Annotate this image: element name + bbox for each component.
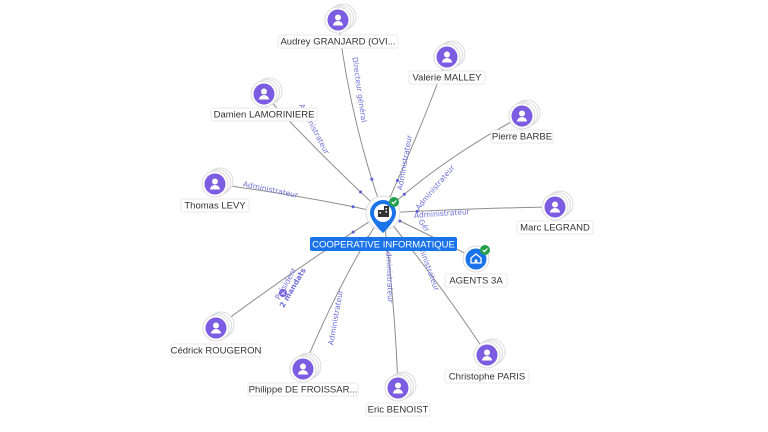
edge-label: Gér [416,217,432,234]
person-label-box [170,343,262,358]
edge-label: Administrateur [384,247,395,304]
person-label-box [277,34,399,49]
relationship-edge [382,212,488,356]
person-icon [393,382,403,394]
person-name: Eric BENOIST [368,405,429,416]
svg-text:Administrateur: Administrateur [326,288,345,346]
person-node-audrey-granjard-ovi[interactable]: Audrey GRANJARD (OVI... [277,3,399,49]
relationship-edge [215,212,384,329]
person-node-christophe-paris[interactable]: Christophe PARIS [444,338,530,384]
person-name: Christophe PARIS [449,372,525,383]
person-label-box [180,198,250,213]
edge-label: Directeur général [350,56,368,122]
person-icon [259,88,269,100]
person-name: Thomas LEVY [184,201,246,212]
person-node-marc-legrand[interactable]: Marc LEGRAND [516,190,594,235]
person-name: Philippe DE FROISSAR... [249,385,358,396]
person-name: Audrey GRANJARD (OVI... [280,37,395,48]
person-node-thomas-levy[interactable]: Thomas LEVY [180,167,250,213]
person-name: Cédrick ROUGERON [171,346,262,357]
center-label: COOPERATIVE INFORMATIQUE [312,240,455,251]
company-node-agents-3a[interactable]: AGENTS 3A [444,245,508,288]
center-label-box [310,237,457,251]
edge-label: Administrateur [395,133,414,191]
person-node-damien-lamoriniere[interactable]: Damien LAMORINIERE [210,77,318,122]
person-name: Damien LAMORINIERE [214,110,315,121]
edge-arrow [415,209,419,213]
company-label-box [444,273,508,288]
relationship-edge [302,212,384,370]
building-icon [378,206,389,217]
person-name: Marc LEGRAND [520,223,590,234]
person-label-box [365,402,431,417]
person-icon [517,110,527,122]
person-icon [550,201,560,213]
person-node-philippe-de-froissar[interactable]: Philippe DE FROISSAR... [247,352,359,397]
person-node-pierre-barbe[interactable]: Pierre BARBE [490,99,554,144]
person-icon [298,363,308,375]
person-node-eric-benoist[interactable]: Eric BENOIST [365,371,431,417]
edge-arrow [370,177,374,181]
person-icon [482,349,492,361]
relationship-edge [382,206,556,214]
edge-arrow [402,192,406,196]
person-label-box [210,107,318,122]
person-icon [210,178,220,190]
person-name: Pierre BARBE [492,132,552,143]
building-icon [470,253,482,264]
edge-arrow [351,230,355,234]
person-icon [442,51,452,63]
person-label-box [408,70,486,85]
verified-check-icon [480,245,490,255]
edge-arrow [398,219,402,223]
center-company-node[interactable]: COOPERATIVE INFORMATIQUE [310,195,457,251]
person-node-valerie-malley[interactable]: Valerie MALLEY [408,40,486,85]
edge-label: Administrateur [242,179,299,200]
person-label-box [444,369,530,384]
company-name: AGENTS 3A [449,276,503,287]
svg-text:Directeur général: Directeur général [350,56,368,122]
person-label-box [490,129,554,144]
person-label-box [516,220,594,235]
relationship-edge [214,183,384,214]
edge-arrow [395,178,399,182]
person-icon [211,322,221,334]
nodes-layer: Audrey GRANJARD (OVI... Valerie MALLEY Dam… [170,3,594,417]
person-icon [333,14,343,26]
edge-label: Administrateur [326,288,345,346]
person-label-box [247,382,359,397]
edge-arrow [351,205,355,209]
relationship-edge [382,212,399,389]
svg-text:Gér: Gér [416,217,432,234]
edge-label: Administrateur [414,207,471,220]
svg-text:Administrateur: Administrateur [384,247,395,304]
person-name: Valerie MALLEY [413,73,483,84]
svg-text:Administrateur: Administrateur [395,133,414,191]
person-node-c-drick-rougeron[interactable]: Cédrick ROUGERON [170,311,262,358]
verified-check-icon [389,197,399,207]
edge-arrow [359,190,363,194]
svg-text:Administrateur: Administrateur [414,207,471,220]
svg-text:Administrateur: Administrateur [242,179,299,200]
